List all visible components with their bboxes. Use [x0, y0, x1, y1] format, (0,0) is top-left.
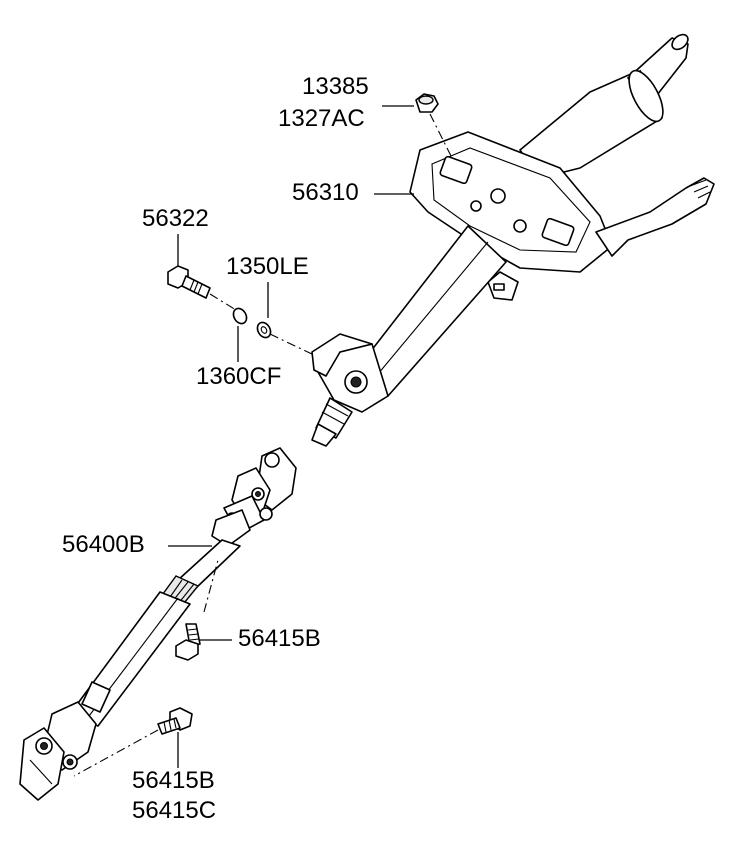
washer-center-line: [269, 333, 317, 357]
label-56310: 56310: [292, 179, 359, 206]
label-56415C: 56415C: [132, 797, 217, 824]
label-56415B-bottom: 56415B: [132, 767, 215, 794]
label-13385: 13385: [302, 73, 369, 100]
steering-column-assembly: [311, 33, 715, 447]
intermediate-shaft: [19, 447, 297, 801]
bolt-56415B-mid: [175, 623, 201, 661]
label-1327AC: 1327AC: [278, 105, 365, 132]
bolt-bottom-center-line: [73, 729, 159, 777]
flange-nut: [415, 93, 439, 113]
bolt-56322: [167, 265, 211, 299]
bolt-56415B-bottom: [157, 707, 193, 735]
label-1360CF: 1360CF: [196, 363, 282, 390]
bolt-mid-center-line: [203, 559, 219, 613]
label-1350LE: 1350LE: [226, 253, 309, 280]
leader-lines: [168, 105, 414, 768]
nut-center-line: [429, 113, 453, 159]
label-56415B-mid: 56415B: [238, 625, 321, 652]
plain-washer: [256, 321, 272, 339]
label-56400B: 56400B: [62, 531, 145, 558]
spring-washer: [232, 307, 248, 325]
label-56322: 56322: [142, 205, 209, 232]
bolt-center-line: [209, 293, 237, 311]
